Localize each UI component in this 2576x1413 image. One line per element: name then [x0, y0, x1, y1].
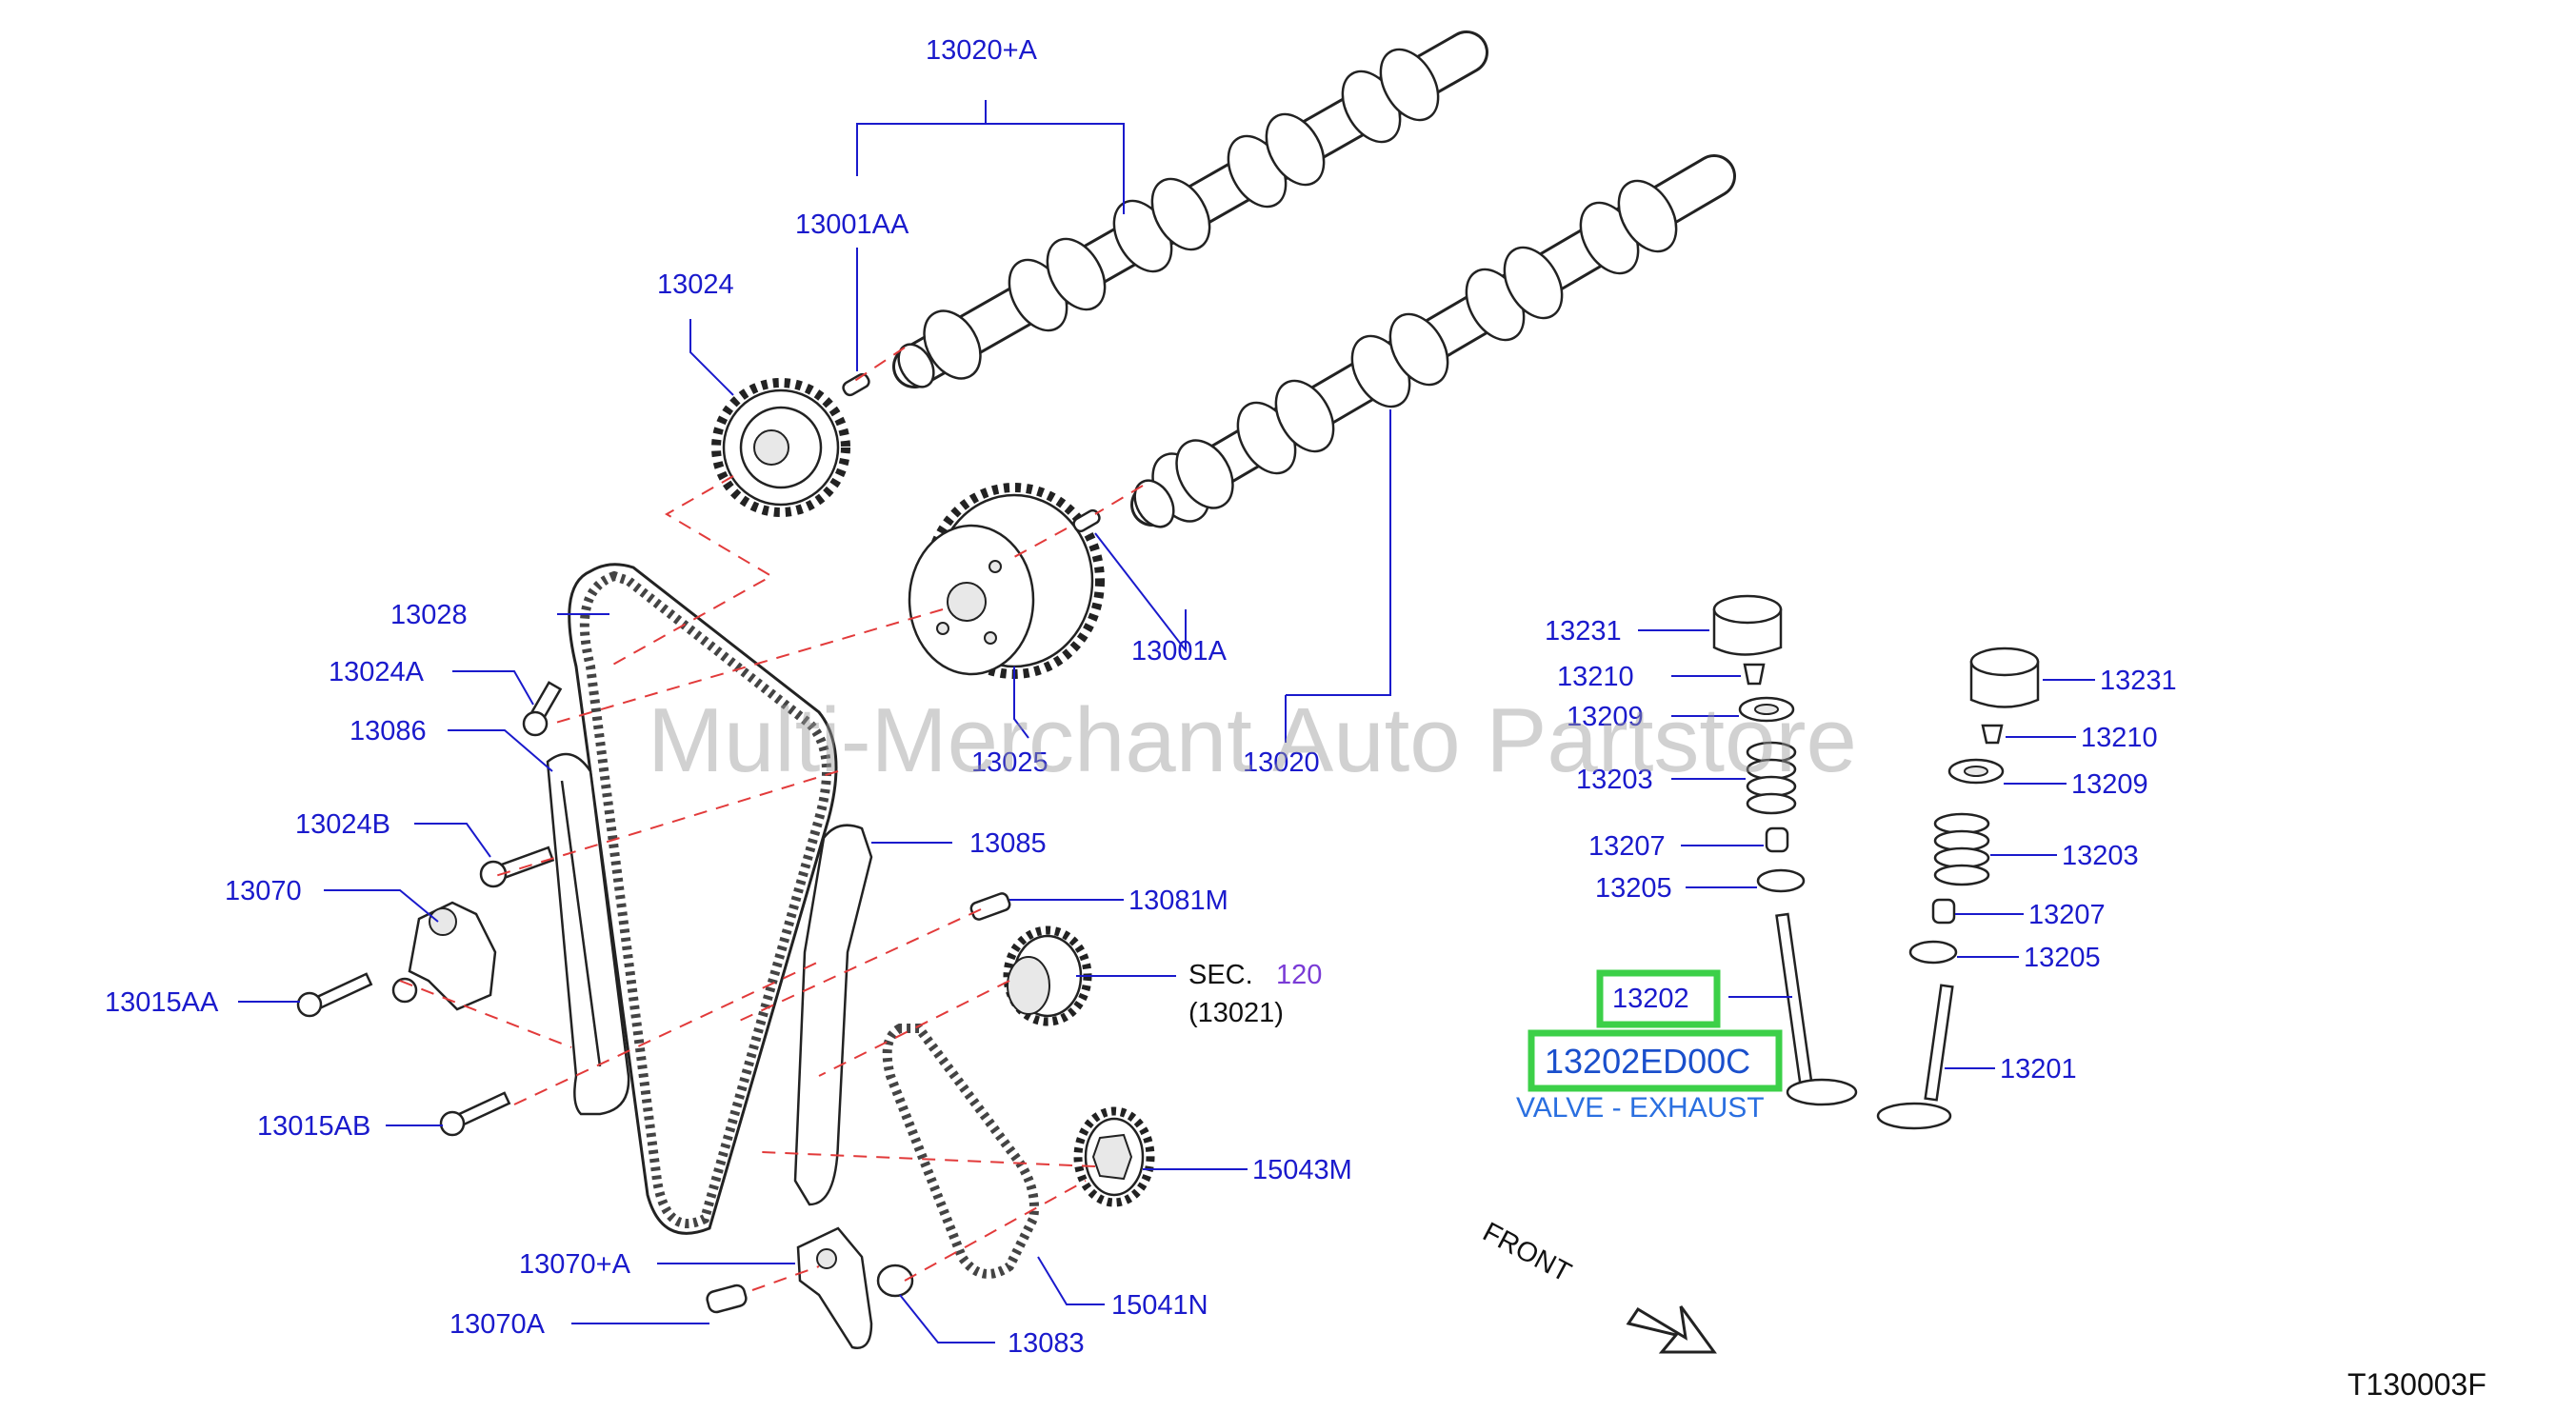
- label-13210-b[interactable]: 13210: [2081, 723, 2158, 753]
- bolt-13024A[interactable]: [522, 681, 563, 737]
- label-15041N[interactable]: 15041N: [1111, 1290, 1208, 1321]
- oil-pump-sprocket[interactable]: [1073, 1106, 1155, 1207]
- pin-13081M[interactable]: [969, 892, 1011, 922]
- bolt-13015AA[interactable]: [296, 972, 373, 1018]
- valve-oil-seal-13207-b[interactable]: [1931, 898, 1956, 925]
- highlight-box-13202: [1596, 969, 1721, 1028]
- front-arrow-icon: [1626, 1305, 1717, 1354]
- label-13070[interactable]: 13070: [225, 876, 302, 906]
- bolt-13024B[interactable]: [479, 846, 555, 888]
- label-13209-a[interactable]: 13209: [1567, 702, 1644, 732]
- diagram-code: T130003F: [2347, 1367, 2486, 1402]
- front-label: FRONT: [1478, 1217, 1576, 1288]
- label-13231-a[interactable]: 13231: [1545, 616, 1622, 647]
- label-13231-b[interactable]: 13231: [2100, 666, 2177, 696]
- label-13201[interactable]: 13201: [2000, 1054, 2077, 1085]
- valve-timing-control-sprocket[interactable]: [908, 483, 1105, 679]
- label-13070-plus-a[interactable]: 13070+A: [519, 1249, 631, 1280]
- label-13083[interactable]: 13083: [1008, 1328, 1085, 1359]
- dowel-pin-13001AA[interactable]: [841, 372, 870, 397]
- intake-camshaft[interactable]: [891, 30, 1488, 392]
- alignment-lines: [399, 347, 1144, 1291]
- label-13203-a[interactable]: 13203: [1576, 765, 1653, 795]
- label-13015AA[interactable]: 13015AA: [105, 987, 219, 1018]
- intake-valve-13201[interactable]: [1876, 984, 1954, 1130]
- nut-13083[interactable]: [876, 1264, 914, 1298]
- tensioner-shoe[interactable]: [796, 1226, 873, 1349]
- label-13085[interactable]: 13085: [969, 828, 1047, 859]
- exhaust-camshaft[interactable]: [1127, 154, 1736, 533]
- label-13205-a[interactable]: 13205: [1595, 873, 1672, 904]
- highlight-box-part-number: [1528, 1029, 1783, 1092]
- label-13207-b[interactable]: 13207: [2028, 900, 2106, 930]
- camshaft-sprocket[interactable]: [711, 378, 850, 517]
- label-sec-sub: (13021): [1188, 998, 1284, 1028]
- watermark: Multi-Merchant Auto Partstore: [648, 689, 1857, 791]
- label-13001AA[interactable]: 13001AA: [795, 209, 909, 240]
- dowel-pin-13001A[interactable]: [1071, 508, 1101, 533]
- valve-lifter-13231-b[interactable]: [1969, 647, 2040, 708]
- label-13210-a[interactable]: 13210: [1557, 662, 1634, 692]
- label-13024A[interactable]: 13024A: [329, 657, 425, 687]
- chain-guide-13085[interactable]: [793, 824, 873, 1206]
- chain-tensioner-slack-guide[interactable]: [546, 752, 630, 1116]
- timing-chain[interactable]: [568, 563, 838, 1235]
- highlighted-part-description: VALVE - EXHAUST: [1516, 1092, 1765, 1124]
- label-13025[interactable]: 13025: [971, 747, 1048, 778]
- label-sec-number[interactable]: 120: [1276, 960, 1322, 990]
- label-13203-b[interactable]: 13203: [2062, 841, 2139, 871]
- label-13209-b[interactable]: 13209: [2071, 769, 2148, 800]
- label-13205-b[interactable]: 13205: [2024, 943, 2101, 973]
- valve-spring-13203-b[interactable]: [1933, 812, 1990, 886]
- label-13015AB[interactable]: 13015AB: [257, 1111, 370, 1142]
- label-13028[interactable]: 13028: [390, 600, 468, 630]
- label-13081M[interactable]: 13081M: [1128, 886, 1228, 916]
- label-13020A[interactable]: 13020+A: [926, 35, 1038, 66]
- label-13001A[interactable]: 13001A: [1131, 636, 1228, 667]
- crankshaft-sprocket[interactable]: [1003, 925, 1092, 1026]
- spring-retainer-13209-a[interactable]: [1738, 696, 1795, 723]
- label-15043M[interactable]: 15043M: [1252, 1155, 1352, 1185]
- highlighted-part-number[interactable]: 13202ED00C: [1545, 1042, 1750, 1081]
- label-13024[interactable]: 13024: [657, 269, 734, 300]
- label-13086[interactable]: 13086: [349, 716, 427, 746]
- label-sec: SEC.: [1188, 960, 1253, 990]
- valve-oil-seal-13207-a[interactable]: [1765, 826, 1789, 853]
- spring-retainer-13209-b[interactable]: [1947, 758, 2005, 785]
- label-13020[interactable]: 13020: [1243, 747, 1320, 778]
- label-13070A[interactable]: 13070A: [449, 1309, 546, 1340]
- chain-tensioner[interactable]: [391, 901, 497, 1011]
- pin-13070A[interactable]: [706, 1284, 748, 1314]
- valve-collet-13210-b[interactable]: [1981, 724, 2004, 745]
- valve-spring-seat-13205-a[interactable]: [1756, 868, 1806, 893]
- oil-pump-chain[interactable]: [882, 1024, 1039, 1279]
- leader-lines: [238, 100, 2095, 1343]
- exhaust-valve-13202[interactable]: [1775, 912, 1858, 1106]
- label-13207-a[interactable]: 13207: [1588, 831, 1666, 862]
- valve-lifter-13231-a[interactable]: [1712, 594, 1783, 656]
- valve-spring-13203-a[interactable]: [1746, 741, 1797, 815]
- label-13202[interactable]: 13202: [1612, 984, 1689, 1014]
- label-13024B[interactable]: 13024B: [295, 809, 390, 840]
- valve-collet-13210-a[interactable]: [1743, 663, 1766, 686]
- bolt-13015AB[interactable]: [439, 1091, 511, 1137]
- valve-spring-seat-13205-b[interactable]: [1908, 940, 1958, 965]
